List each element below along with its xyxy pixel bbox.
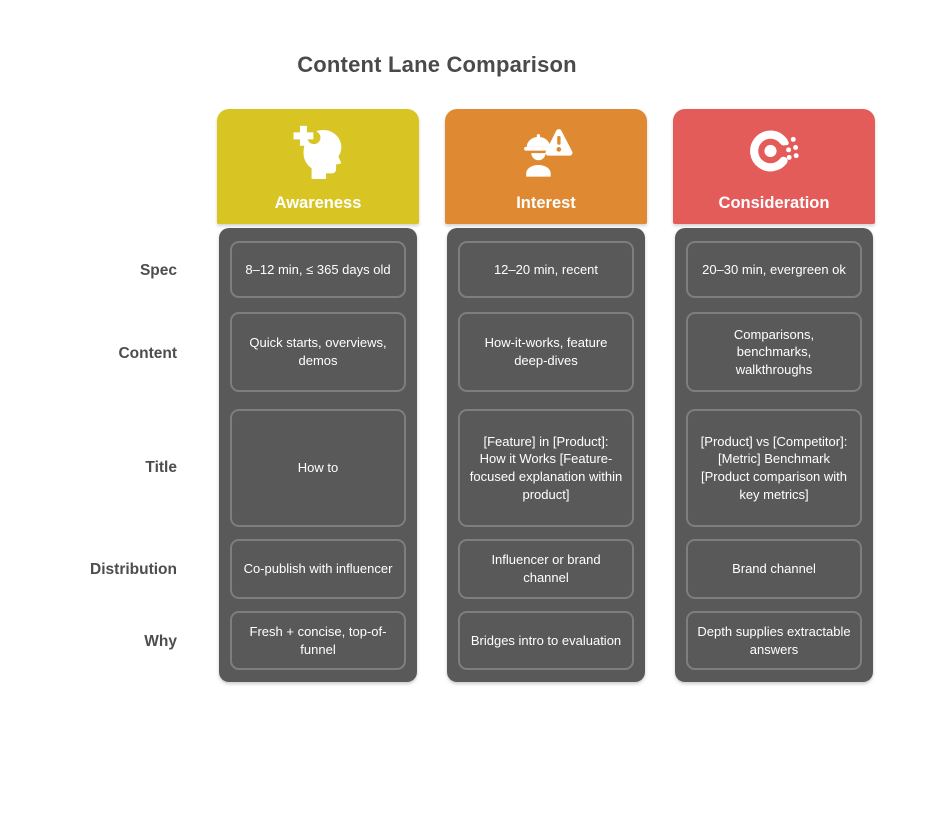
lane-body-awareness: 8–12 min, ≤ 365 days old Quick starts, o… <box>219 228 417 682</box>
cell-interest-spec: 12–20 min, recent <box>458 241 634 298</box>
cell-awareness-distribution: Co-publish with influencer <box>230 539 406 599</box>
radar-c-icon <box>673 121 875 181</box>
lane-label: Consideration <box>718 194 830 212</box>
cell-awareness-why: Fresh + concise, top-of-funnel <box>230 611 406 670</box>
cell-consideration-why: Depth supplies extractable answers <box>686 611 862 670</box>
lane-header-awareness: Awareness <box>217 109 419 224</box>
cell-consideration-title: [Product] vs [Competitor]: [Metric] Benc… <box>686 409 862 527</box>
cell-awareness-content: Quick starts, overviews, demos <box>230 312 406 392</box>
cell-interest-content: How-it-works, feature deep-dives <box>458 312 634 392</box>
cell-consideration-content: Comparisons, benchmarks, walkthroughs <box>686 312 862 392</box>
cell-consideration-distribution: Brand channel <box>686 539 862 599</box>
cell-consideration-spec: 20–30 min, evergreen ok <box>686 241 862 298</box>
cell-awareness-spec: 8–12 min, ≤ 365 days old <box>230 241 406 298</box>
lane-label: Awareness <box>274 194 362 212</box>
lane-label: Interest <box>516 194 576 212</box>
row-label-why: Why <box>144 633 177 650</box>
row-label-spec: Spec <box>139 262 177 279</box>
cell-interest-distribution: Influencer or brand channel <box>458 539 634 599</box>
cell-interest-title: [Feature] in [Product]: How it Works [Fe… <box>458 409 634 527</box>
lane-body-interest: 12–20 min, recent How-it-works, feature … <box>447 228 645 682</box>
lane-header-consideration: Consideration <box>673 109 875 224</box>
cell-interest-why: Bridges intro to evaluation <box>458 611 634 670</box>
lane-header-interest: Interest <box>445 109 647 224</box>
worker-alert-icon <box>445 121 647 181</box>
page-title: Content Lane Comparison <box>297 52 577 77</box>
cell-awareness-title: How to <box>230 409 406 527</box>
lane-body-consideration: 20–30 min, evergreen ok Comparisons, ben… <box>675 228 873 682</box>
row-label-distribution: Distribution <box>90 561 177 578</box>
row-label-content: Content <box>118 345 177 362</box>
row-label-title: Title <box>145 459 177 476</box>
head-plus-icon <box>217 121 419 181</box>
